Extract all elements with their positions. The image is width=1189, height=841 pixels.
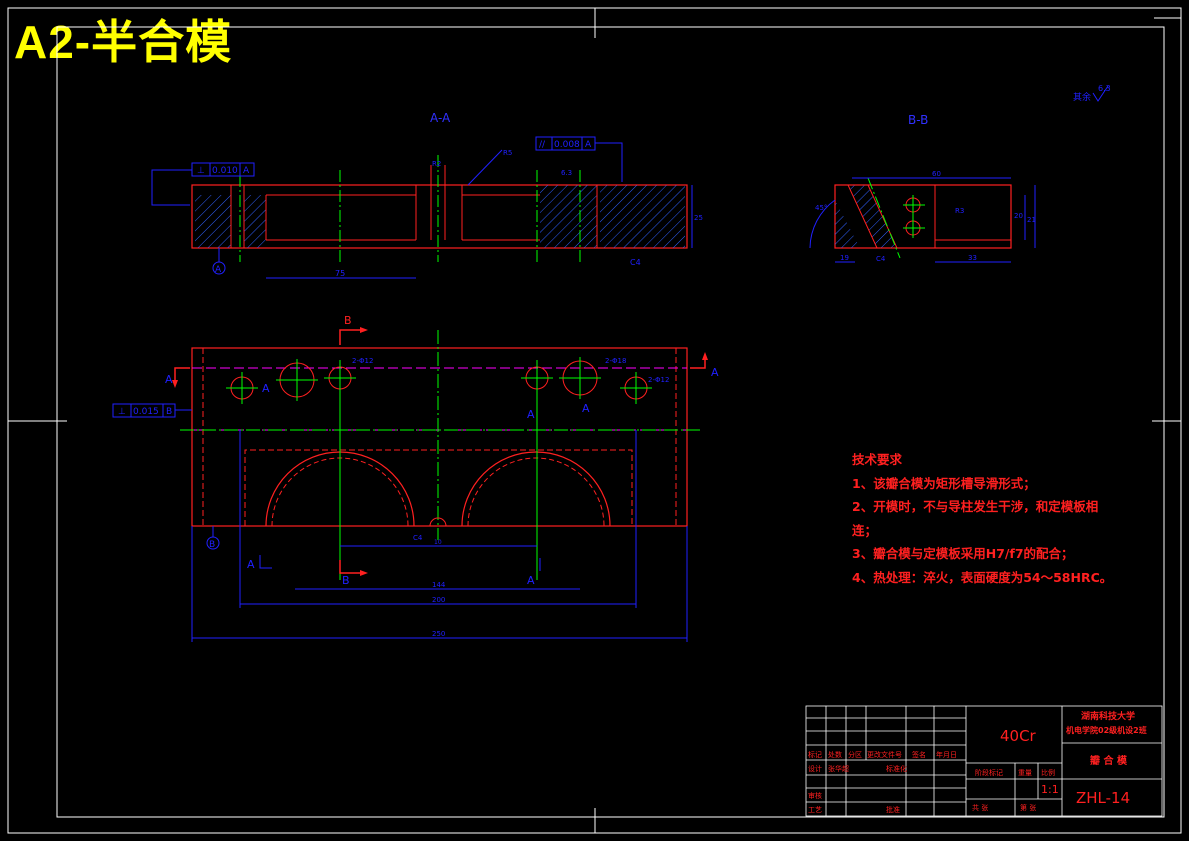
svg-text:更改文件号: 更改文件号 bbox=[867, 750, 902, 759]
dim-10: 10 bbox=[434, 539, 442, 546]
dim-2phi12a: 2-Φ12 bbox=[352, 357, 373, 365]
dim-144: 144 bbox=[432, 581, 446, 589]
svg-text:A: A bbox=[165, 373, 173, 386]
dim-r5: R5 bbox=[503, 149, 512, 157]
title-block bbox=[805, 705, 1163, 817]
tb-ratio: 比例 bbox=[1041, 768, 1055, 777]
svg-text:签名: 签名 bbox=[912, 750, 926, 759]
dim-c4a: C4 bbox=[630, 258, 641, 267]
cut-a-mark-1: A bbox=[262, 382, 270, 395]
svg-text:其余: 其余 bbox=[1073, 91, 1091, 103]
svg-text:B: B bbox=[342, 574, 350, 587]
svg-text:批准: 批准 bbox=[886, 805, 900, 814]
tb-drawing-no: ZHL-14 bbox=[1076, 789, 1130, 807]
cut-marker-a-right: A bbox=[690, 352, 719, 379]
tb-part-name: 瓣 合 模 bbox=[1090, 754, 1128, 767]
dim-c4c: C4 bbox=[413, 534, 423, 542]
svg-text:分区: 分区 bbox=[848, 750, 862, 759]
tb-scale: 1:1 bbox=[1041, 783, 1059, 796]
svg-text:处数: 处数 bbox=[828, 750, 842, 759]
dim-bb-top: 60 bbox=[932, 170, 941, 178]
dim-20: 20 bbox=[1014, 212, 1023, 220]
dim-2phi12c: 2-Φ12 bbox=[648, 376, 669, 384]
tb-weight: 重量 bbox=[1018, 769, 1032, 777]
tech-item-2: 2、开模时，不与导柱发生干涉，和定模板相 bbox=[852, 499, 1099, 514]
svg-text:A: A bbox=[711, 366, 719, 379]
dim-25: 25 bbox=[694, 214, 703, 222]
tech-item-3: 连； bbox=[852, 522, 878, 538]
dim-200: 200 bbox=[432, 596, 445, 604]
svg-text:审核: 审核 bbox=[808, 791, 822, 800]
svg-text:6.3: 6.3 bbox=[1098, 84, 1111, 93]
tolerance-frame-plan: ⊥ 0.015 B bbox=[112, 403, 192, 418]
title-block-text: 湖南科技大学 机电学院02级机设2班 40Cr 瓣 合 模 ZHL-14 1:1… bbox=[808, 710, 1147, 814]
svg-text:A: A bbox=[243, 166, 250, 176]
dim-75: 75 bbox=[335, 269, 345, 278]
svg-text:张华超: 张华超 bbox=[828, 764, 849, 773]
svg-text:⊥: ⊥ bbox=[118, 407, 126, 417]
tech-item-5: 4、热处理：淬火，表面硬度为54～58HRC。 bbox=[852, 569, 1113, 585]
svg-text:B: B bbox=[344, 314, 352, 327]
svg-text:B: B bbox=[166, 407, 172, 417]
section-aa-view: A-A 75 25 bbox=[151, 111, 703, 279]
tb-sheets-num: 第 张 bbox=[1020, 803, 1036, 812]
svg-text:0.008: 0.008 bbox=[554, 140, 580, 150]
inner-border bbox=[56, 26, 1165, 818]
cut-a-mark-5: A bbox=[527, 574, 535, 587]
svg-text:⊥: ⊥ bbox=[197, 166, 205, 176]
technical-requirements: 技术要求 1、该瓣合模为矩形槽导滑形式； 2、开模时，不与导柱发生干涉，和定模板… bbox=[852, 448, 1112, 589]
dim-45: 45° bbox=[815, 204, 827, 212]
dim-2phi18: 2-Φ18 bbox=[605, 357, 626, 365]
tb-dept: 机电学院02级机设2班 bbox=[1066, 725, 1147, 735]
trim-mark bbox=[1154, 8, 1182, 19]
dim-6-3: 6.3 bbox=[561, 169, 572, 177]
cut-marker-b-top: B bbox=[339, 314, 368, 345]
svg-text:年月日: 年月日 bbox=[936, 750, 957, 759]
cut-marker-a-left: A bbox=[165, 367, 190, 388]
dim-19: 19 bbox=[840, 254, 849, 262]
dim-250: 250 bbox=[432, 630, 445, 638]
section-aa-label: A-A bbox=[430, 111, 451, 125]
section-bb-view: B-B 60 20 21 33 19 C4 R3 45° bbox=[809, 113, 1036, 263]
svg-text:设计: 设计 bbox=[808, 764, 822, 773]
tolerance-frame-top-left: ⊥ 0.010 A bbox=[151, 162, 255, 206]
drawing-title: A2-半合模 bbox=[14, 16, 233, 68]
svg-text:标准化: 标准化 bbox=[886, 764, 907, 773]
tb-school: 湖南科技大学 bbox=[1081, 710, 1135, 722]
svg-text:0.015: 0.015 bbox=[133, 407, 159, 417]
cut-marker-b-bottom: B bbox=[339, 560, 368, 587]
section-bb-label: B-B bbox=[908, 113, 928, 127]
datum-a-marker: A bbox=[215, 265, 222, 275]
tb-material: 40Cr bbox=[1000, 727, 1037, 745]
dim-r2: R2 bbox=[432, 160, 441, 168]
tb-stage: 阶段标记 bbox=[975, 768, 1003, 777]
svg-text:工艺: 工艺 bbox=[808, 806, 822, 814]
tech-item-4: 3、瓣合模与定模板采用H7/f7的配合； bbox=[852, 546, 1074, 561]
svg-text:标记: 标记 bbox=[808, 750, 822, 759]
plan-view: 2-Φ12 2-Φ18 2-Φ12 C4 B B A A A A A A A bbox=[112, 314, 719, 642]
dim-33: 33 bbox=[968, 254, 977, 262]
svg-text:A: A bbox=[585, 140, 592, 150]
cut-a-mark-3: A bbox=[527, 408, 535, 421]
cut-a-mark-4: A bbox=[247, 558, 255, 571]
dim-r3: R3 bbox=[955, 207, 964, 215]
dim-c4b: C4 bbox=[876, 255, 886, 263]
tb-sheets-total: 共 张 bbox=[972, 803, 988, 812]
svg-text://: // bbox=[539, 140, 546, 150]
cut-a-mark-2: A bbox=[582, 402, 590, 415]
dim-21: 21 bbox=[1027, 216, 1036, 224]
tolerance-frame-top-right: // 0.008 A bbox=[535, 136, 623, 182]
svg-text:0.010: 0.010 bbox=[212, 166, 238, 176]
tech-item-1: 1、该瓣合模为矩形槽导滑形式； bbox=[852, 475, 1036, 491]
datum-b-marker: B bbox=[209, 540, 215, 550]
tech-heading: 技术要求 bbox=[852, 452, 903, 467]
surface-finish-symbol: 其余 6.3 bbox=[1073, 84, 1111, 103]
outer-border bbox=[7, 7, 1182, 834]
